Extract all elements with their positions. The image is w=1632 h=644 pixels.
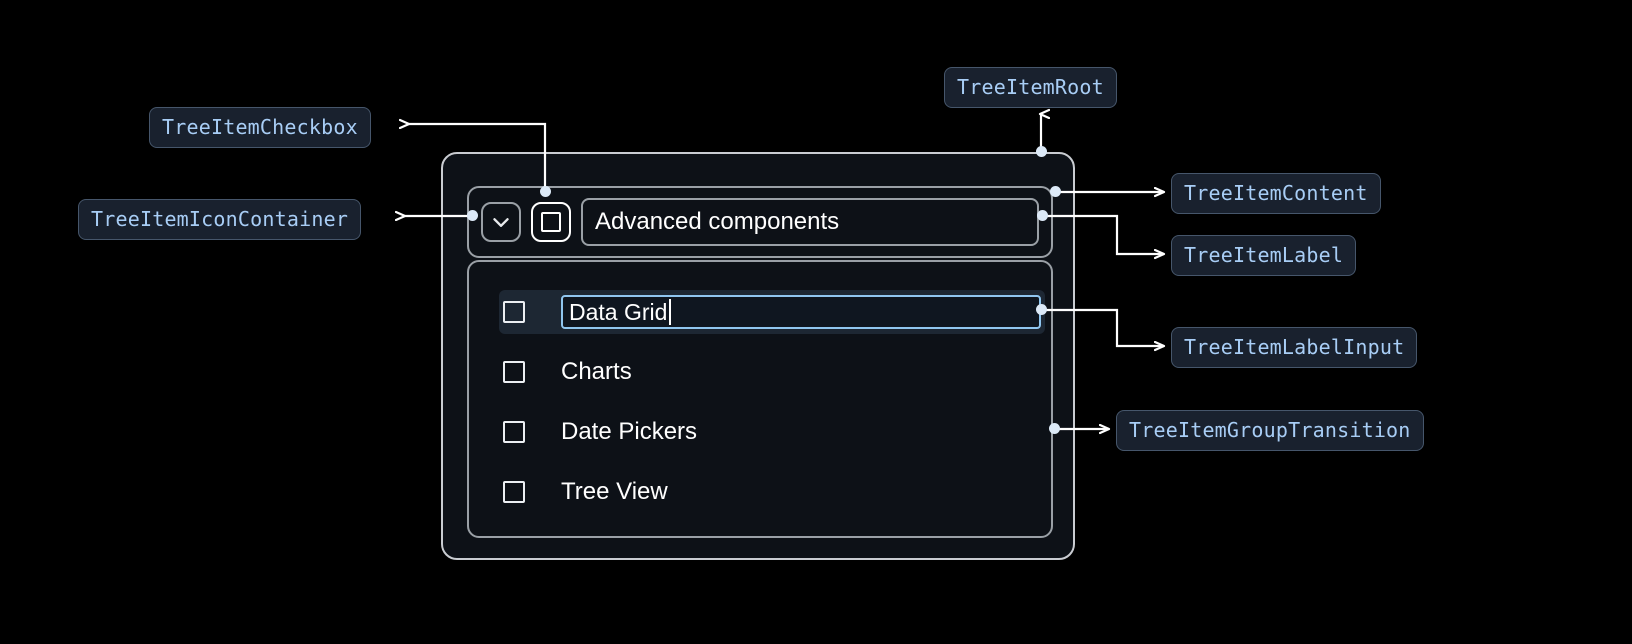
- tree-item-checkbox[interactable]: [531, 202, 571, 242]
- tree-item-row-editing[interactable]: Data Grid: [499, 290, 1045, 334]
- tree-item-icon-container[interactable]: [481, 202, 521, 242]
- tree-item-row[interactable]: Tree View: [499, 470, 1045, 514]
- badge-tree-item-checkbox: TreeItemCheckbox: [149, 107, 371, 148]
- text-caret: [669, 299, 672, 325]
- anchor-dot-label-input: [1036, 304, 1047, 315]
- tree-item-label-text: Charts: [561, 358, 632, 385]
- badge-tree-item-root: TreeItemRoot: [944, 67, 1117, 108]
- checkbox-unchecked-icon[interactable]: [503, 421, 525, 443]
- tree-item-group-transition: Data Grid Charts Date Pickers Tree View: [467, 260, 1053, 538]
- badge-tree-item-label: TreeItemLabel: [1171, 235, 1357, 276]
- anchor-dot-icon-container: [467, 210, 478, 221]
- badge-tree-item-group-transition: TreeItemGroupTransition: [1116, 410, 1424, 451]
- badge-tree-item-icon-container: TreeItemIconContainer: [78, 199, 362, 240]
- anchor-dot-label: [1037, 210, 1048, 221]
- tree-item-row[interactable]: Charts: [499, 350, 1045, 394]
- tree-item-label[interactable]: Advanced components: [581, 198, 1039, 246]
- tree-item-label-text: Advanced components: [595, 208, 840, 235]
- tree-item-label-input[interactable]: Data Grid: [561, 295, 1041, 329]
- badge-tree-item-label-input: TreeItemLabelInput: [1171, 327, 1418, 368]
- tree-item-label-text: Date Pickers: [561, 418, 698, 445]
- tree-item-content[interactable]: Advanced components: [467, 186, 1053, 258]
- tree-item-label-text: Tree View: [561, 478, 668, 505]
- anchor-dot-content: [1050, 186, 1061, 197]
- anchor-dot-group-transition: [1049, 423, 1060, 434]
- tree-item-row[interactable]: Date Pickers: [499, 410, 1045, 454]
- chevron-down-icon: [488, 209, 514, 235]
- badge-tree-item-content: TreeItemContent: [1171, 173, 1381, 214]
- checkbox-unchecked-icon: [541, 212, 561, 232]
- anchor-dot-root: [1036, 146, 1047, 157]
- label-input-value: Data Grid: [569, 298, 668, 325]
- checkbox-unchecked-icon[interactable]: [503, 481, 525, 503]
- checkbox-unchecked-icon[interactable]: [503, 361, 525, 383]
- tree-item-root[interactable]: Advanced components Data Grid Charts Dat…: [441, 152, 1075, 560]
- checkbox-unchecked-icon[interactable]: [503, 301, 525, 323]
- anchor-dot-checkbox: [540, 186, 551, 197]
